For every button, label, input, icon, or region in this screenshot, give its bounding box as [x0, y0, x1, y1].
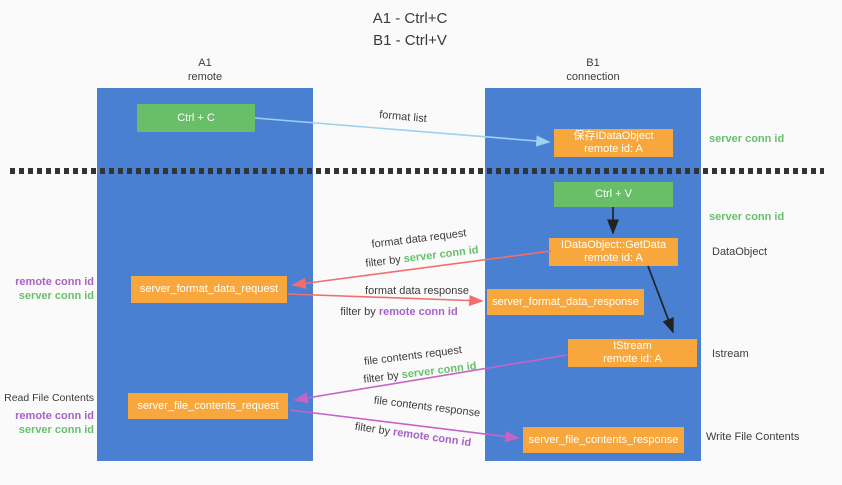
file-contents-response-filter-label: filter by remote conn id — [354, 421, 472, 449]
title-line-2: B1 - Ctrl+V — [373, 32, 447, 49]
node-getdata-line2: remote id: A — [584, 252, 643, 264]
filter-by-text: filter by — [364, 253, 402, 270]
format-list-label: format list — [378, 108, 428, 126]
lane-a1-name: A1 — [198, 57, 212, 69]
remote-conn-id-label: remote conn id — [15, 410, 94, 422]
node-getdata-line1: IDataObject::GetData — [560, 239, 667, 251]
title-line-1: A1 - Ctrl+C — [372, 10, 448, 27]
node-save-idataobject-line2: remote id: A — [584, 143, 643, 155]
server-conn-id-label-top: server conn id — [709, 133, 785, 145]
diagram-title: A1 - Ctrl+C B1 - Ctrl+V — [310, 8, 510, 52]
filter-by-text: filter by — [362, 369, 400, 386]
remote-conn-id-label: remote conn id — [15, 276, 94, 288]
lane-b1-subtitle: connection — [566, 71, 620, 83]
server-conn-id-text: server conn id — [403, 244, 480, 266]
node-server-format-data-response: server_format_data_response — [487, 289, 644, 315]
filter-by-text: filter by — [340, 306, 376, 318]
node-ctrl-c: Ctrl + C — [137, 104, 255, 132]
node-istream: IStream remote id: A — [568, 339, 697, 367]
node-idataobject-getdata: IDataObject::GetData remote id: A — [549, 238, 678, 266]
istream-label: Istream — [712, 348, 749, 360]
lane-header-a1: A1 remote — [97, 56, 313, 84]
node-istream-line2: remote id: A — [603, 353, 662, 365]
node-format-response-label: server_format_data_response — [492, 295, 639, 308]
remote-conn-id-text: remote conn id — [378, 306, 458, 318]
read-file-contents-label: Read File Contents — [4, 392, 94, 404]
lane-b1-name: B1 — [586, 57, 600, 69]
format-data-response-filter-label: filter by remote conn id — [340, 306, 457, 318]
node-file-request-label: server_file_contents_request — [137, 399, 279, 412]
server-conn-id-label: server conn id — [18, 290, 94, 302]
node-save-idataobject-line1: 保存IDataObject — [573, 130, 654, 142]
node-ctrl-v: Ctrl + V — [554, 182, 673, 207]
dotted-separator — [10, 168, 824, 174]
node-save-idataobject: 保存IDataObject remote id: A — [554, 129, 673, 157]
filter-by-text: filter by — [354, 420, 391, 438]
format-data-response-label: format data response — [365, 285, 469, 297]
lane-header-b1: B1 connection — [485, 56, 701, 84]
node-server-file-contents-request: server_file_contents_request — [128, 393, 288, 419]
dataobject-label: DataObject — [712, 246, 768, 258]
node-server-file-contents-response: server_file_contents_response — [523, 427, 684, 453]
file-contents-response-label: file contents response — [373, 394, 481, 420]
node-ctrl-v-label: Ctrl + V — [595, 188, 632, 200]
conn-id-pair-format: remote conn id server conn id — [0, 275, 94, 303]
lane-a1-subtitle: remote — [187, 71, 223, 83]
node-istream-line1: IStream — [613, 340, 652, 352]
server-conn-id-label: server conn id — [18, 424, 94, 436]
node-file-response-label: server_file_contents_response — [528, 433, 679, 446]
node-format-request-label: server_format_data_request — [139, 283, 279, 295]
server-conn-id-text: server conn id — [401, 360, 478, 382]
node-ctrl-c-label: Ctrl + C — [177, 111, 215, 124]
remote-conn-id-text: remote conn id — [392, 426, 472, 450]
node-server-format-data-request: server_format_data_request — [131, 276, 287, 303]
server-conn-id-label-mid: server conn id — [709, 211, 785, 223]
conn-id-pair-file: remote conn id server conn id — [0, 409, 94, 437]
write-file-contents-label: Write File Contents — [706, 431, 800, 443]
